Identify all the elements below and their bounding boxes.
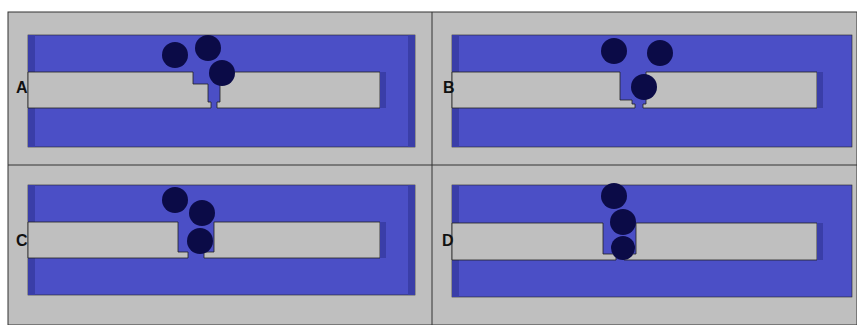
panel-letter: D bbox=[442, 233, 454, 249]
channel-panel bbox=[28, 35, 415, 147]
panel-ground bbox=[8, 12, 857, 325]
channel-panel bbox=[452, 35, 852, 147]
panel-divider bbox=[432, 12, 433, 325]
panel-divider bbox=[8, 165, 857, 166]
panel-letter: A bbox=[16, 80, 28, 96]
panel-letter: C bbox=[16, 233, 28, 249]
panel-letter: B bbox=[443, 80, 455, 96]
channel-panel bbox=[452, 183, 852, 297]
channel-panel bbox=[28, 185, 415, 295]
